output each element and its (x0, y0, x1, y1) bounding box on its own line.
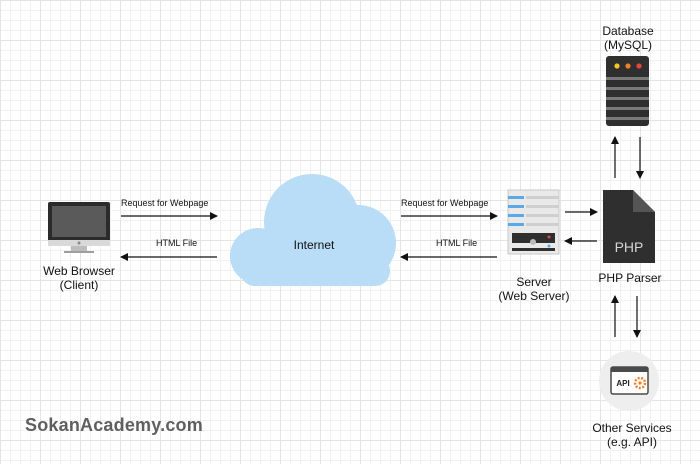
php-file-icon (603, 190, 655, 263)
web-browser-label: Web Browser (Client) (43, 264, 115, 292)
server-icon (507, 189, 560, 255)
api-icon-text: API (616, 379, 630, 388)
edge-label-request-right: Request for Webpage (401, 198, 489, 208)
internet-label: Internet (293, 238, 335, 252)
database-label: Database (MySQL) (602, 24, 654, 52)
php-icon-text: PHP (614, 239, 644, 255)
database-icon (606, 56, 649, 126)
monitor-icon (48, 202, 110, 253)
edge-label-request-left: Request for Webpage (121, 198, 209, 208)
php-parser-label: PHP Parser (598, 271, 662, 285)
arrows (120, 136, 644, 338)
other-services-label: Other Services (e.g. API) (592, 421, 672, 449)
brand-watermark: SokanAcademy.com (25, 415, 203, 435)
cloud-icon (230, 174, 396, 286)
edge-label-response-left: HTML File (156, 238, 198, 248)
server-label: Server (Web Server) (498, 275, 570, 303)
edge-label-response-right: HTML File (436, 238, 478, 248)
api-icon (599, 351, 659, 411)
